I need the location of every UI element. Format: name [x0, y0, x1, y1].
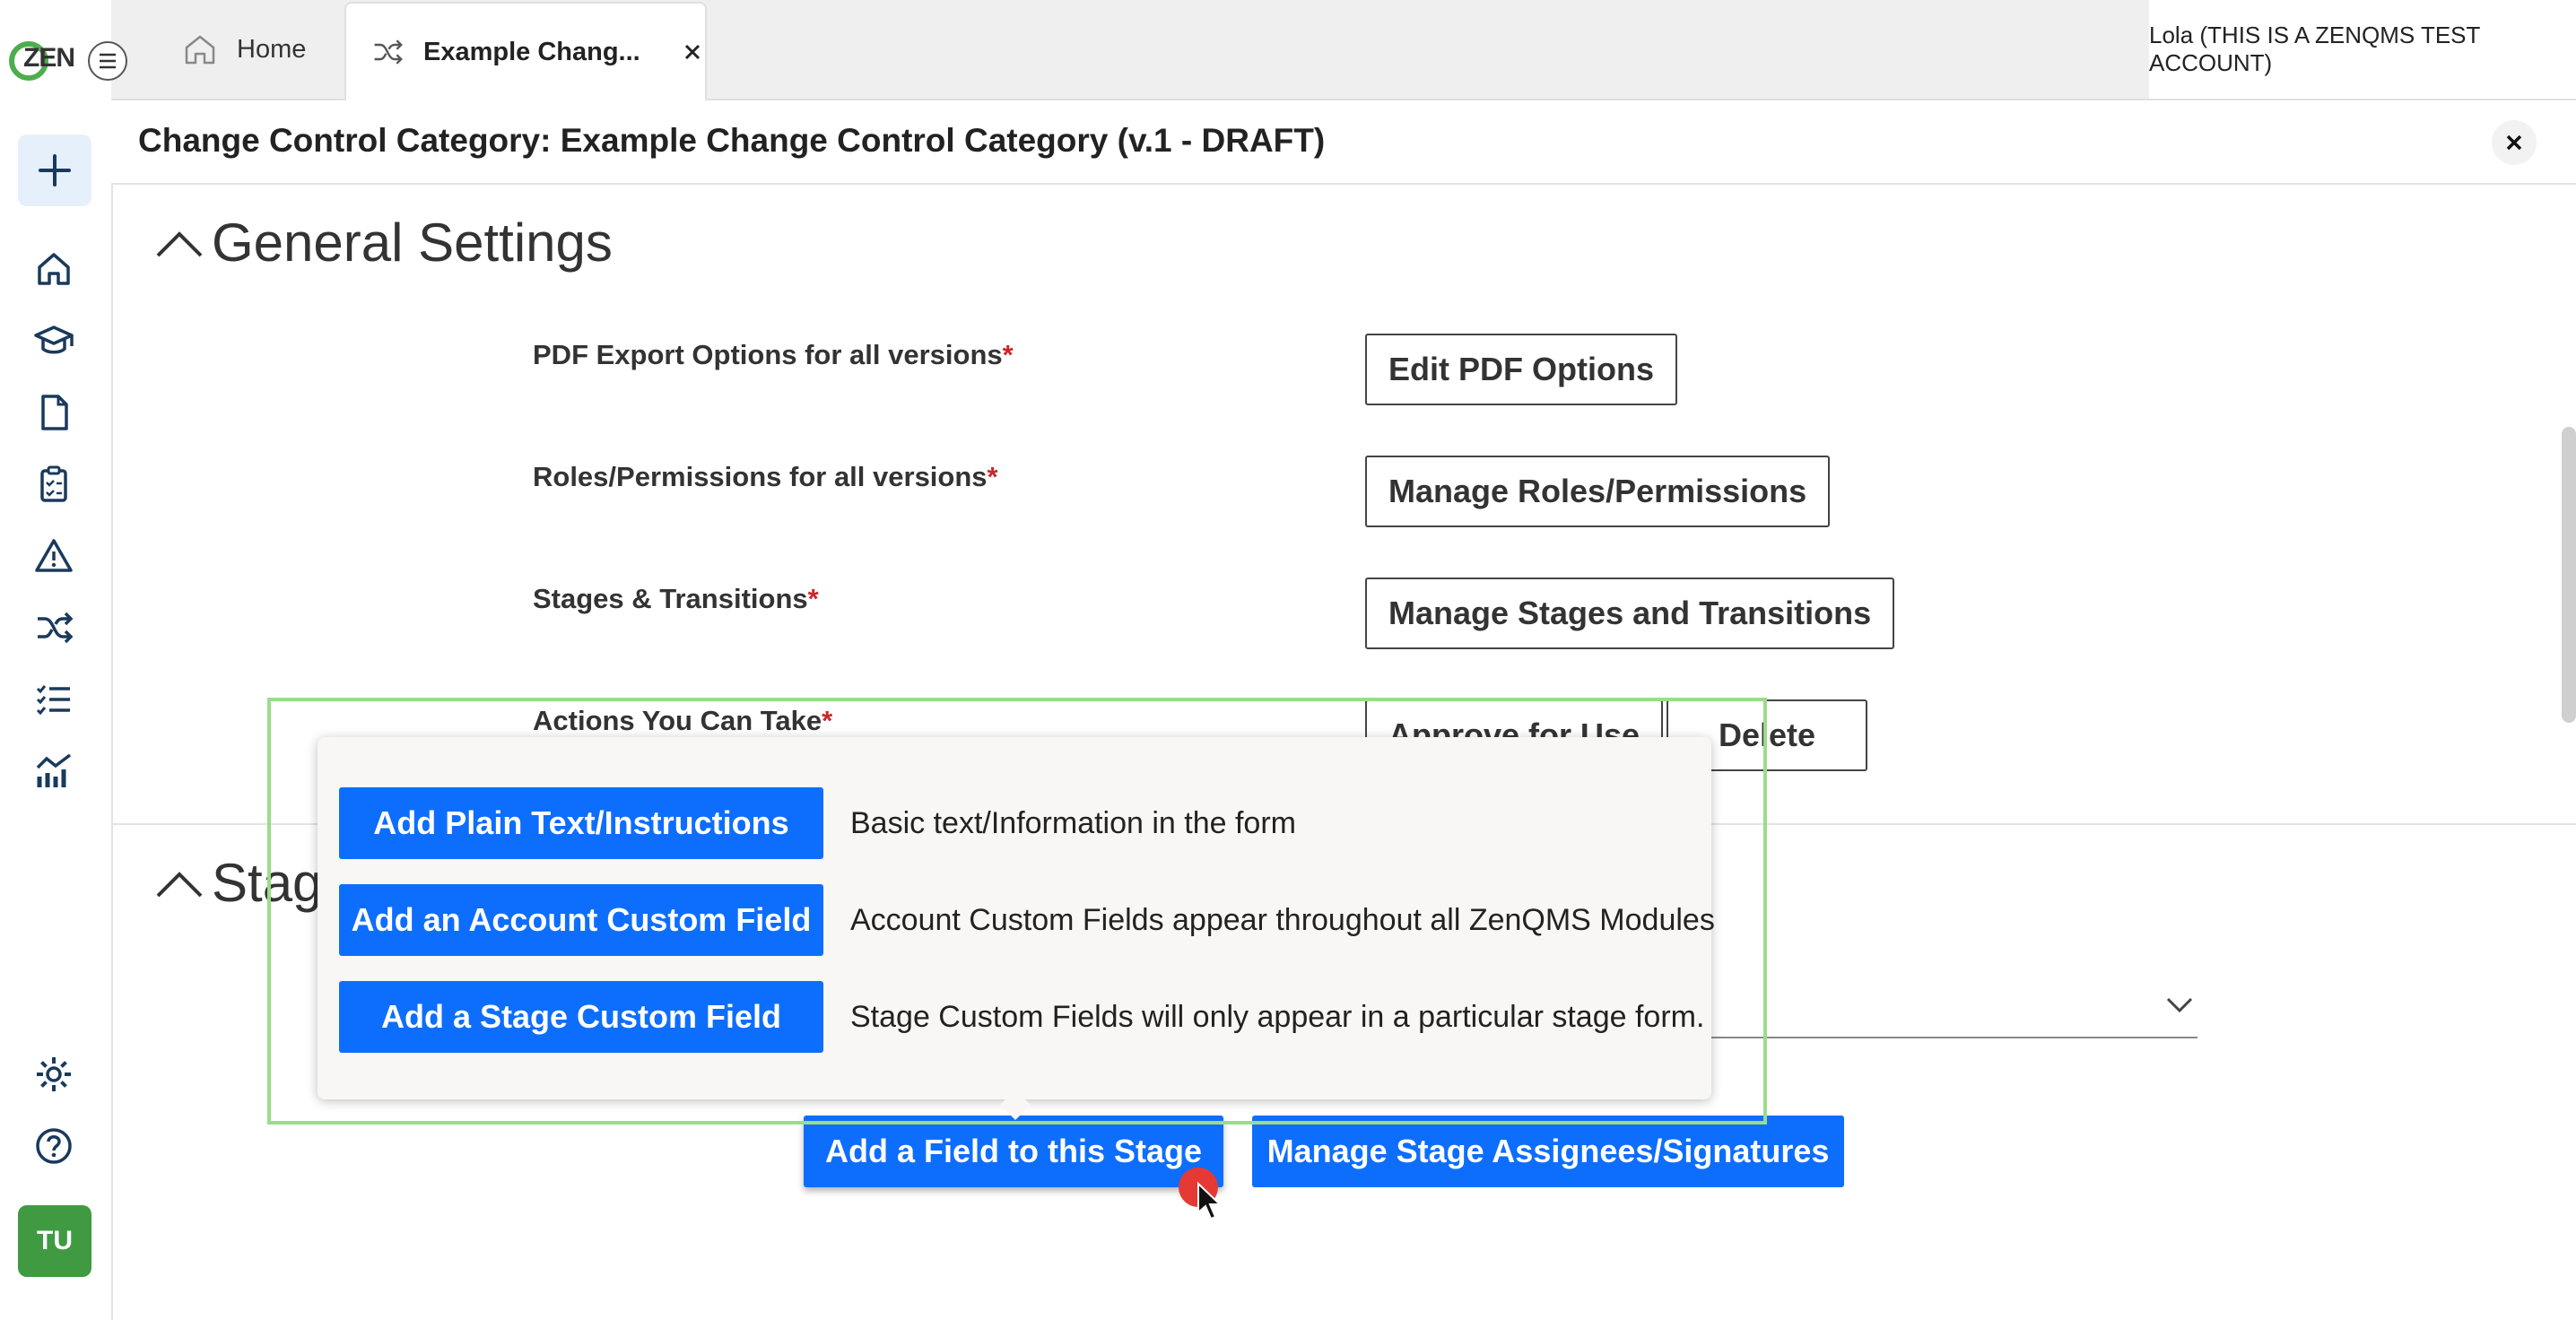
sidebar-toggle-button[interactable] [88, 41, 127, 81]
required-asterisk: * [822, 705, 833, 736]
add-stage-custom-field-button[interactable]: Add a Stage Custom Field [339, 981, 823, 1053]
logo-text: ZEN [23, 43, 75, 73]
tab-example-change-control[interactable]: Example Chang... [344, 2, 707, 100]
account-field-description: Account Custom Fields appear throughout … [850, 902, 1715, 937]
general-settings-title: General Settings [212, 213, 613, 273]
tab-active-label: Example Chang... [423, 37, 640, 66]
chevron-up-icon [156, 871, 203, 897]
logo-ring [9, 41, 48, 81]
general-settings-header[interactable]: General Settings [154, 212, 613, 274]
stage-select[interactable] [1686, 1037, 2197, 1038]
page-header: Change Control Category: Example Change … [111, 100, 2576, 185]
shuffle-icon [374, 39, 403, 65]
create-new-button[interactable] [18, 135, 91, 206]
change-control-shuffle-icon[interactable] [32, 606, 75, 649]
tab-home[interactable]: Home [183, 0, 306, 99]
edit-pdf-options-button[interactable]: Edit PDF Options [1365, 334, 1677, 405]
close-tab-icon[interactable] [683, 43, 701, 61]
plus-icon [39, 154, 71, 187]
plain-text-description: Basic text/Information in the form [850, 805, 1296, 840]
zen-logo[interactable]: ZEN [9, 36, 75, 86]
mouse-cursor-icon [1197, 1182, 1223, 1220]
pdf-export-label: PDF Export Options for all versions* [533, 339, 1014, 370]
home-icon [185, 35, 215, 65]
training-icon[interactable] [32, 319, 75, 362]
popup-option-account-field: Add an Account Custom Field Account Cust… [339, 884, 1715, 956]
top-tab-bar: Home Example Chang... Lola (THIS IS A ZE… [111, 0, 2576, 100]
chevron-down-icon[interactable] [2165, 995, 2194, 1015]
add-plain-text-button[interactable]: Add Plain Text/Instructions [339, 787, 823, 859]
manage-roles-permissions-button[interactable]: Manage Roles/Permissions [1365, 456, 1831, 527]
user-account-label[interactable]: Lola (THIS IS A ZENQMS TEST ACCOUNT) [2149, 0, 2576, 99]
hamburger-icon [100, 53, 116, 69]
page-title: Change Control Category: Example Change … [138, 122, 1326, 159]
document-icon[interactable] [32, 391, 75, 434]
chevron-up-icon [156, 230, 203, 256]
warning-icon[interactable] [32, 534, 75, 578]
manage-stages-transitions-button[interactable]: Manage Stages and Transitions [1365, 578, 1895, 649]
home-icon[interactable] [32, 248, 75, 291]
roles-permissions-label: Roles/Permissions for all versions* [533, 461, 998, 492]
stage-field-description: Stage Custom Fields will only appear in … [850, 999, 1705, 1034]
manage-stage-assignees-button[interactable]: Manage Stage Assignees/Signatures [1252, 1116, 1844, 1187]
actions-label: Actions You Can Take* [533, 705, 833, 736]
delete-button[interactable]: Delete [1667, 699, 1867, 771]
help-icon[interactable] [32, 1125, 75, 1168]
vertical-scrollbar[interactable] [2562, 427, 2576, 723]
analytics-icon[interactable] [32, 750, 75, 793]
popup-option-plain-text: Add Plain Text/Instructions Basic text/I… [339, 787, 1296, 859]
checklist-icon[interactable] [32, 463, 75, 506]
popup-option-stage-field: Add a Stage Custom Field Stage Custom Fi… [339, 981, 1704, 1053]
stages-transitions-label: Stages & Transitions* [533, 583, 819, 614]
tab-home-label: Home [237, 34, 307, 64]
add-field-to-stage-button[interactable]: Add a Field to this Stage [804, 1116, 1223, 1187]
add-account-custom-field-button[interactable]: Add an Account Custom Field [339, 884, 823, 956]
close-icon [2506, 135, 2522, 151]
add-field-popup: Add Plain Text/Instructions Basic text/I… [318, 737, 1715, 1099]
user-avatar[interactable]: TU [18, 1205, 91, 1277]
gear-icon[interactable] [32, 1053, 75, 1096]
list-icon[interactable] [32, 678, 75, 721]
popup-highlight-frame [267, 698, 1767, 1125]
close-page-button[interactable] [2492, 120, 2537, 165]
required-asterisk: * [807, 583, 819, 614]
left-sidebar: ZEN TU [0, 0, 113, 1320]
user-name: Lola (THIS IS A ZENQMS TEST ACCOUNT) [2149, 22, 2480, 76]
required-asterisk: * [987, 461, 998, 492]
required-asterisk: * [1002, 339, 1014, 370]
